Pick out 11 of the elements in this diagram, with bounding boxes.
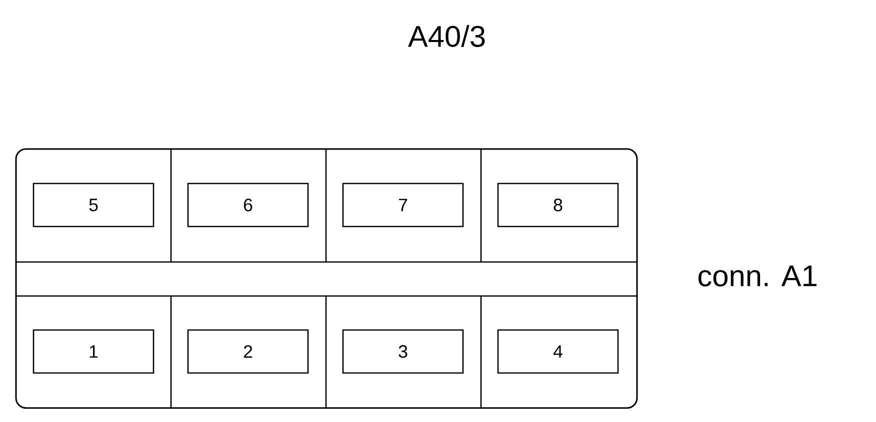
connector-outline [15,148,638,409]
pin-box: 7 [342,182,464,228]
pin-box: 4 [497,329,619,374]
pin-box: 1 [32,329,154,374]
title: A40/3 [408,25,485,47]
connector-label: conn. A1 [698,266,816,286]
pin-box: 6 [187,182,309,228]
pin-box: 3 [342,329,464,374]
pin-box: 2 [187,329,309,374]
pin-box: 5 [32,182,154,228]
pin-box: 8 [497,182,619,228]
